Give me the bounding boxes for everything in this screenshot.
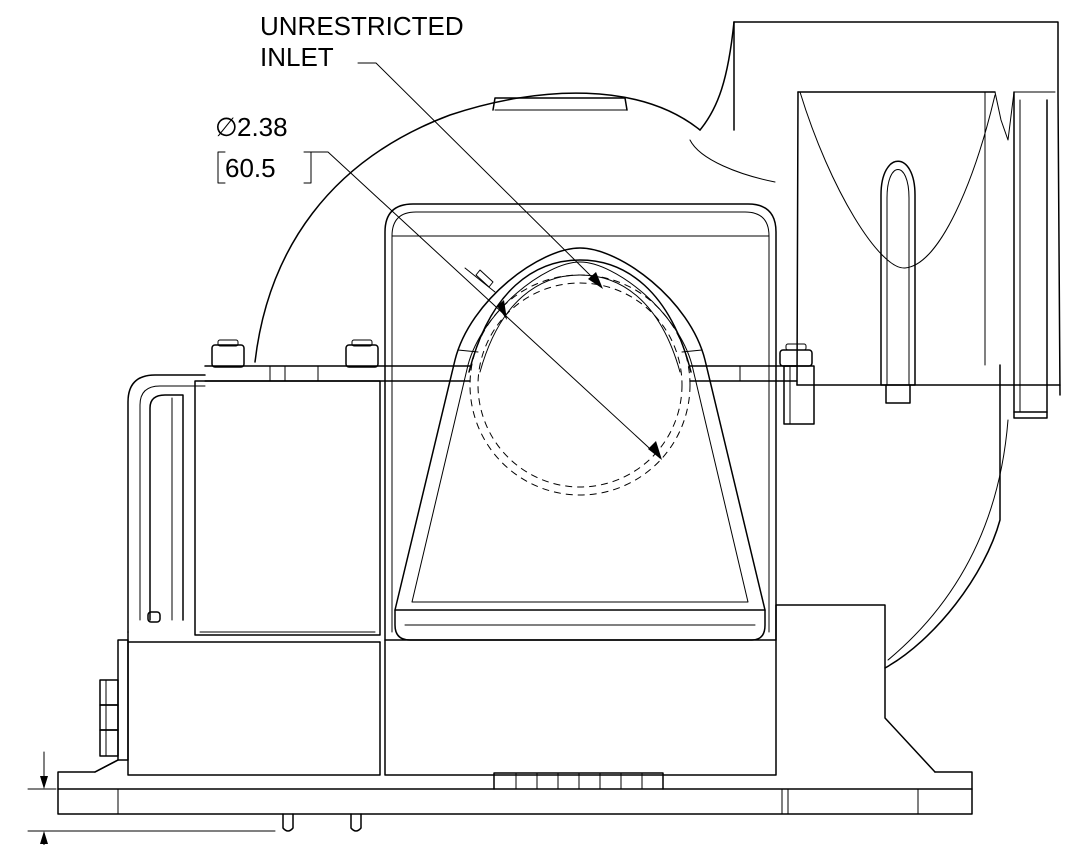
diameter-millimeters: 60.5 <box>225 153 276 183</box>
base-plate <box>57 759 973 832</box>
inlet-label-line2: INLET <box>260 42 334 72</box>
diameter-dimension <box>310 151 662 460</box>
outlet-duct <box>733 21 1061 419</box>
diameter-mm-bracket <box>217 151 312 184</box>
height-dimension <box>27 751 276 845</box>
inlet-opening <box>469 274 691 496</box>
bolt-heads <box>211 339 815 425</box>
control-box <box>127 374 381 643</box>
diameter-inches: 2.38 <box>237 112 288 142</box>
inlet-label-line1: UNRESTRICTED <box>260 11 464 41</box>
inlet-leader <box>357 62 603 289</box>
motor-cover <box>384 203 777 641</box>
base-block <box>94 604 936 790</box>
volute-housing <box>254 21 1009 669</box>
diameter-symbol: ∅ <box>215 112 238 142</box>
